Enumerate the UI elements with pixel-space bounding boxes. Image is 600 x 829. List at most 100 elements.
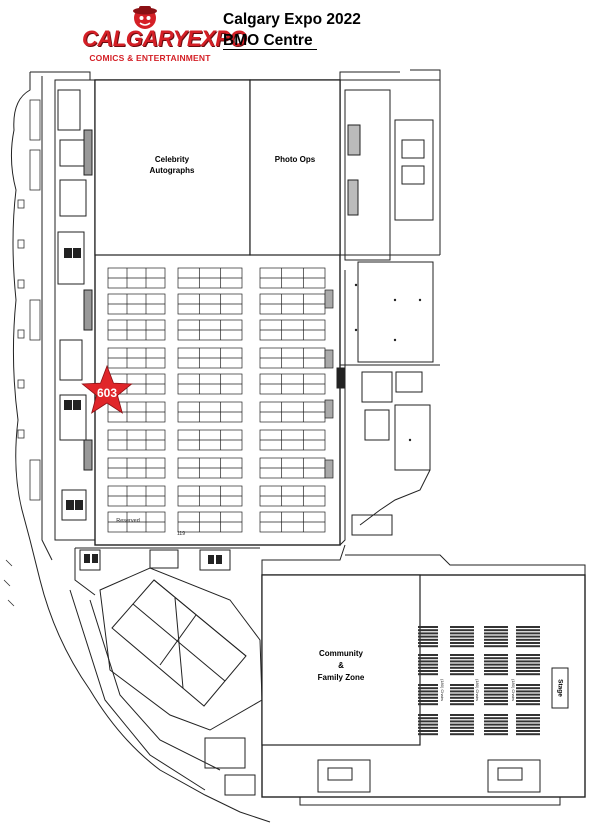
seat-row (516, 720, 540, 723)
seating-block (516, 626, 540, 648)
seat-row (484, 733, 508, 736)
seat-row (418, 663, 438, 666)
seat-row (484, 635, 508, 638)
seat-row (418, 700, 438, 702)
seat-row (516, 693, 540, 696)
seat-row (516, 703, 540, 706)
seat-row (484, 663, 508, 666)
seat-row (516, 632, 540, 635)
wall-hatch (324, 399, 334, 419)
seat-row (516, 730, 540, 732)
seating-block (450, 626, 474, 648)
seating-block (418, 714, 438, 736)
booth-number-label: 603 (97, 386, 117, 400)
seat-row (484, 660, 508, 663)
seat-row (418, 684, 438, 686)
booth-603-marker[interactable]: 603 (81, 364, 133, 414)
southwest-ballroom (69, 547, 263, 796)
seat-row (418, 642, 438, 644)
seat-row (484, 657, 508, 660)
seat-row (484, 645, 508, 648)
seating-block (418, 626, 438, 648)
seating-block (484, 626, 508, 648)
celebrity-label-2: Autographs (150, 166, 195, 175)
seating-block (450, 654, 474, 676)
southeast-hall-top-edge (261, 544, 586, 575)
seat-row (418, 635, 438, 638)
seat-row (450, 687, 474, 690)
stage-label: Stage (556, 679, 563, 697)
seat-row (484, 723, 508, 726)
seat-row (418, 645, 438, 648)
seat-row (484, 717, 508, 720)
seat-row (418, 693, 438, 696)
seat-row (418, 660, 438, 663)
seat-row (418, 626, 438, 628)
seat-row (516, 690, 540, 693)
seat-row (418, 638, 438, 641)
seat-row (516, 700, 540, 702)
seat-row (418, 714, 438, 716)
seat-row (450, 717, 474, 720)
washroom-icons-south (84, 554, 222, 564)
seat-row (450, 642, 474, 644)
celebrity-autographs-area (94, 79, 251, 256)
seat-row (484, 700, 508, 702)
seat-row (450, 635, 474, 638)
photo-ops-area (249, 79, 341, 256)
seat-row (450, 690, 474, 693)
seating-block (450, 684, 474, 706)
seat-row (484, 654, 508, 656)
event-title: Calgary Expo 2022 (223, 11, 361, 28)
seat-row (516, 663, 540, 666)
reserved-label: Reserved (116, 518, 140, 524)
stage-area (551, 667, 569, 709)
seat-row (516, 696, 540, 699)
seating-label-1: (180) Chairs (440, 679, 445, 701)
seat-row (516, 638, 540, 641)
seat-row (450, 666, 474, 669)
seat-row (516, 714, 540, 716)
seat-row (484, 696, 508, 699)
seat-row (450, 626, 474, 628)
seat-row (418, 629, 438, 632)
seat-row (418, 730, 438, 732)
map-title-block: Calgary Expo 2022 BMO Centre (223, 9, 361, 51)
seat-row (450, 629, 474, 632)
seating-block (484, 684, 508, 706)
seat-row (516, 717, 540, 720)
booth-grid (107, 267, 334, 533)
seat-row (484, 670, 508, 672)
seat-row (484, 720, 508, 723)
seat-row (516, 684, 540, 686)
seat-row (450, 684, 474, 686)
community-family-zone (261, 574, 421, 746)
seat-row (484, 726, 508, 729)
seat-row (484, 632, 508, 635)
seat-row (516, 687, 540, 690)
seat-row (418, 703, 438, 706)
seat-row (484, 687, 508, 690)
seat-row (450, 638, 474, 641)
seat-row (516, 645, 540, 648)
community-label-2: & (338, 661, 344, 670)
seat-row (516, 666, 540, 669)
seat-row (450, 660, 474, 663)
seating-block (418, 654, 438, 676)
seat-row (516, 726, 540, 729)
seating-block (450, 714, 474, 736)
seat-row (418, 720, 438, 723)
seat-row (484, 642, 508, 644)
seat-row (450, 714, 474, 716)
seat-row (418, 723, 438, 726)
seating-block (484, 654, 508, 676)
mascot-icon (133, 6, 157, 29)
washroom-icons-west (64, 248, 83, 510)
seat-row (418, 670, 438, 672)
seat-row (418, 690, 438, 693)
booth-119-label: 119 (177, 531, 185, 537)
west-wall-details (3, 99, 41, 607)
seat-row (418, 666, 438, 669)
seat-row (450, 730, 474, 732)
seat-row (450, 670, 474, 672)
